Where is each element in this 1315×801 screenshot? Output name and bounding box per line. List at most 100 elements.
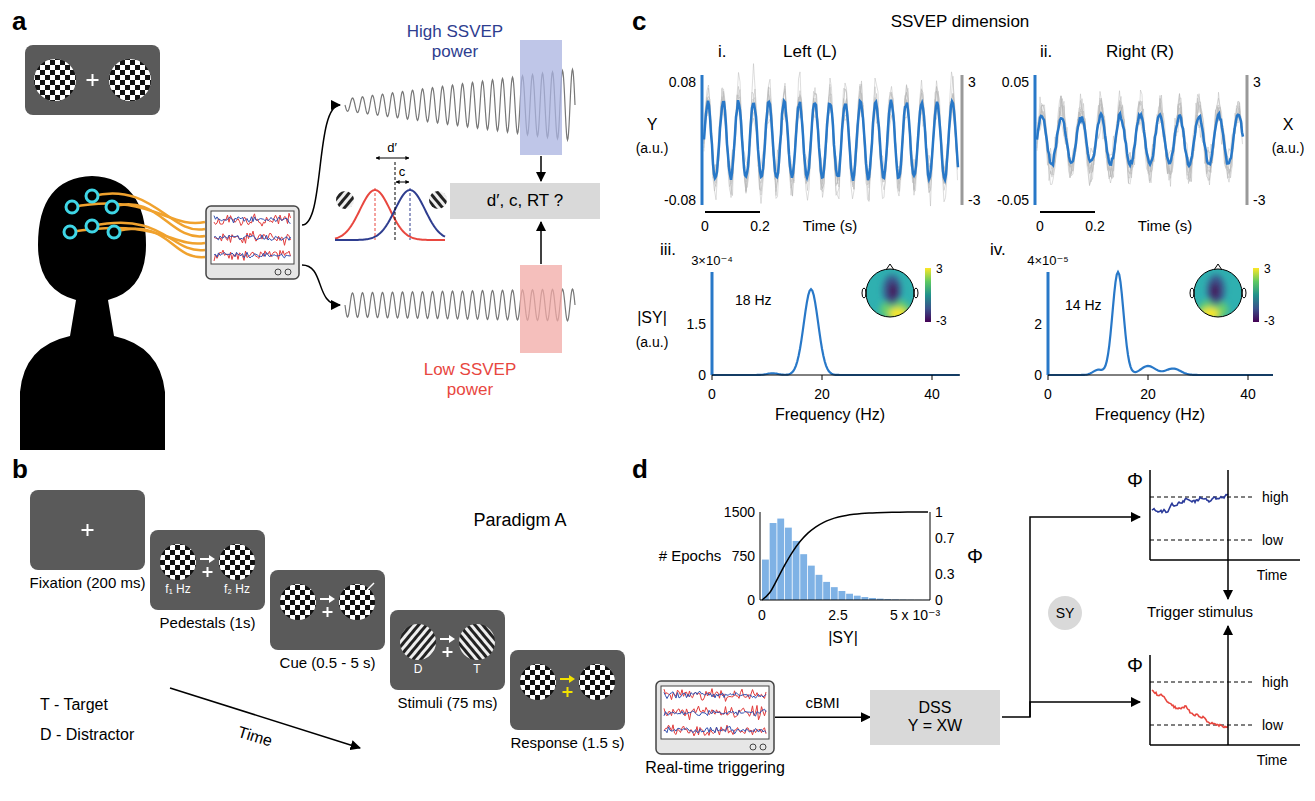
axis-label: Frequency (Hz) xyxy=(775,406,885,424)
checkerboard xyxy=(280,584,316,620)
histogram-bar xyxy=(800,554,807,600)
single-trial-trace xyxy=(704,64,958,204)
tick-label: 0.2 xyxy=(750,218,769,234)
screen-drawing xyxy=(510,650,625,730)
negative-blob xyxy=(883,275,901,305)
tick xyxy=(712,375,713,380)
positive-blob xyxy=(889,308,907,320)
node-label: DSS xyxy=(919,699,952,717)
y-axis xyxy=(1034,75,1037,205)
axis-unit: (a.u.) xyxy=(636,334,669,350)
monitor xyxy=(206,206,299,279)
paradigm-title: Paradigm A xyxy=(473,510,566,531)
screen-drawing xyxy=(655,680,775,755)
trigger-line xyxy=(1227,655,1229,745)
tick-label: 0.3 xyxy=(935,566,954,582)
tick-label: -0.05 xyxy=(997,192,1029,208)
ssvep-component xyxy=(704,100,958,181)
tick-label: 3 xyxy=(968,74,976,90)
axis-label: Time (s) xyxy=(1138,217,1192,234)
mean-line xyxy=(410,188,411,240)
cue-arrowhead xyxy=(449,635,455,643)
screen-frame: f₁ Hzf₂ HzPedestals (1s) xyxy=(150,530,265,631)
tick-label: 0 xyxy=(701,218,709,234)
trigger-line xyxy=(1227,470,1229,560)
criterion-line xyxy=(395,162,396,240)
y-axis xyxy=(1149,655,1151,745)
screen: DT xyxy=(390,610,505,690)
checkerboard xyxy=(339,584,375,620)
histogram-bar xyxy=(823,582,830,600)
screen-caption: Response (1.5 s) xyxy=(505,734,630,751)
tick-label: 2.5 xyxy=(828,607,847,623)
subpanel-number: iv. xyxy=(990,240,1006,260)
axis-label: Frequency (Hz) xyxy=(1095,406,1205,424)
stimulus-label: f₂ Hz xyxy=(224,583,250,597)
topography-map xyxy=(862,264,918,320)
monitor-knob xyxy=(750,744,756,750)
gabor-patch xyxy=(400,624,436,660)
ssvep-component xyxy=(1037,113,1243,165)
axis-label: # Epochs xyxy=(659,547,722,564)
branch-arrow xyxy=(302,265,340,305)
tick-label: 0 xyxy=(698,367,706,383)
histogram-bar xyxy=(831,587,838,600)
threshold-label: low xyxy=(1262,532,1283,548)
screen-frame: Fixation (200 ms) xyxy=(30,490,145,591)
y-axis xyxy=(711,272,714,375)
fixation-cross xyxy=(92,74,94,86)
x-axis xyxy=(760,600,930,601)
screen-caption: Real-time triggering xyxy=(625,759,805,777)
tick-label: 0 xyxy=(1034,367,1042,383)
tick-label: 2 xyxy=(1034,316,1042,332)
monitor-screen xyxy=(661,686,769,739)
screen-caption: Stimuli (75 ms) xyxy=(385,694,510,711)
ear xyxy=(862,288,866,298)
electrode xyxy=(86,190,98,202)
screen xyxy=(270,570,385,650)
axis-label: X xyxy=(1283,116,1294,134)
eeg-trace xyxy=(664,705,766,720)
axis-scale: 4×10⁻⁵ xyxy=(1027,254,1069,269)
tick-label: 0 xyxy=(747,592,755,608)
axis-unit: (a.u.) xyxy=(636,140,669,156)
flow-arrow xyxy=(540,222,542,264)
flow-arrow xyxy=(540,156,542,181)
checkerboard xyxy=(219,544,255,580)
edge-label: cBMI xyxy=(803,695,841,712)
legend-note: D - Distractor xyxy=(40,726,134,744)
axis-label: Φ xyxy=(1127,654,1143,677)
phi-trace xyxy=(1152,494,1228,512)
panel-letter: a xyxy=(12,7,26,37)
single-trial-trace xyxy=(704,92,958,188)
colorbar xyxy=(1253,268,1259,322)
topography-map xyxy=(1190,264,1246,320)
gabor-icon xyxy=(336,191,354,209)
screen-drawing xyxy=(390,610,505,690)
checkerboard xyxy=(579,664,615,700)
nose xyxy=(1214,264,1222,270)
cue-mark xyxy=(367,583,374,590)
head-outline xyxy=(1194,269,1242,317)
colorbar xyxy=(925,268,931,322)
condition-label: Low SSVEP power xyxy=(405,360,535,399)
eeg-trace xyxy=(664,725,766,736)
screen-drawing xyxy=(150,530,265,610)
threshold-line xyxy=(1150,497,1255,498)
axis-scale: 3×10⁻⁴ xyxy=(691,254,733,269)
axis-label: Φ xyxy=(967,545,983,568)
y-axis xyxy=(701,75,704,205)
electrode xyxy=(108,226,120,238)
y-axis xyxy=(1149,470,1151,560)
plot-title: Right (R) xyxy=(1106,42,1174,62)
signal-circle: SY xyxy=(1048,596,1082,630)
trigger-arrow xyxy=(1227,560,1229,599)
tick-label: 3 xyxy=(1253,74,1261,90)
node-label: d′, c, RT ? xyxy=(487,191,563,211)
axis-label: |SY| xyxy=(637,309,667,327)
monitor-knob xyxy=(275,269,281,275)
tick-label: 0.2 xyxy=(1085,218,1104,234)
panel-c-art xyxy=(702,64,1273,380)
